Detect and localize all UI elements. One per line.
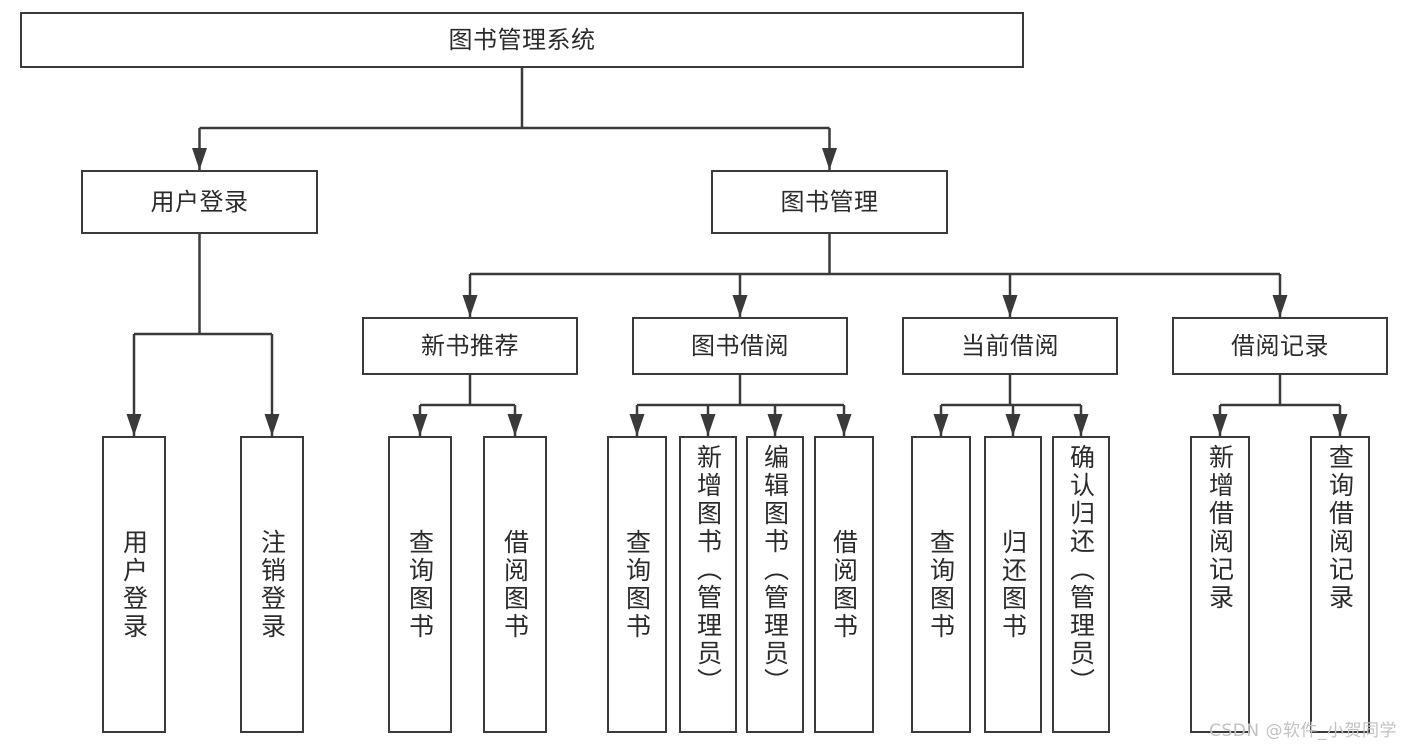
node-leaf-return-book: 归还图书	[984, 436, 1042, 733]
node-label: 查询图书	[622, 528, 652, 641]
node-leaf-add-record: 新增借阅记录	[1190, 436, 1250, 733]
node-label: 借阅图书	[829, 528, 859, 641]
node-new-book-rec: 新书推荐	[362, 317, 578, 375]
node-leaf-query-book-2: 查询图书	[607, 436, 667, 733]
node-label: 注销登录	[257, 528, 287, 641]
node-leaf-logout: 注销登录	[240, 436, 304, 733]
node-label: 图书管理	[780, 187, 879, 216]
node-current-borrow: 当前借阅	[902, 317, 1118, 375]
node-label: 新增图书（管理员）	[693, 444, 723, 696]
node-leaf-add-book: 新增图书（管理员）	[679, 436, 737, 733]
node-label: 借阅记录	[1231, 331, 1329, 360]
node-leaf-query-book-3: 查询图书	[911, 436, 971, 733]
node-book-manage: 图书管理	[711, 170, 948, 234]
node-label: 确认归还（管理员）	[1066, 444, 1096, 696]
node-label: 图书管理系统	[448, 25, 596, 54]
node-label: 新增借阅记录	[1205, 444, 1235, 612]
node-root: 图书管理系统	[20, 12, 1024, 68]
node-leaf-user-login: 用户登录	[102, 436, 166, 733]
node-leaf-borrow-book-1: 借阅图书	[483, 436, 547, 733]
node-book-borrow: 图书借阅	[632, 317, 848, 375]
node-label: 查询图书	[926, 528, 956, 641]
node-leaf-edit-book: 编辑图书（管理员）	[746, 436, 804, 733]
node-user-login: 用户登录	[81, 170, 318, 234]
node-label: 用户登录	[119, 528, 149, 641]
node-label: 图书借阅	[691, 331, 789, 360]
node-label: 归还图书	[998, 528, 1028, 641]
node-leaf-confirm-return: 确认归还（管理员）	[1052, 436, 1110, 733]
node-label: 借阅图书	[500, 528, 530, 641]
node-label: 用户登录	[150, 187, 249, 216]
node-label: 编辑图书（管理员）	[760, 444, 790, 696]
node-leaf-query-record: 查询借阅记录	[1310, 436, 1370, 733]
node-label: 查询借阅记录	[1325, 444, 1355, 612]
node-label: 新书推荐	[421, 331, 519, 360]
csdn-watermark: CSDN @软件_小贺同学	[1209, 721, 1397, 741]
node-label: 查询图书	[405, 528, 435, 641]
node-borrow-record: 借阅记录	[1172, 317, 1388, 375]
node-label: 当前借阅	[961, 331, 1059, 360]
node-leaf-query-book-1: 查询图书	[388, 436, 452, 733]
node-leaf-borrow-book-2: 借阅图书	[814, 436, 874, 733]
